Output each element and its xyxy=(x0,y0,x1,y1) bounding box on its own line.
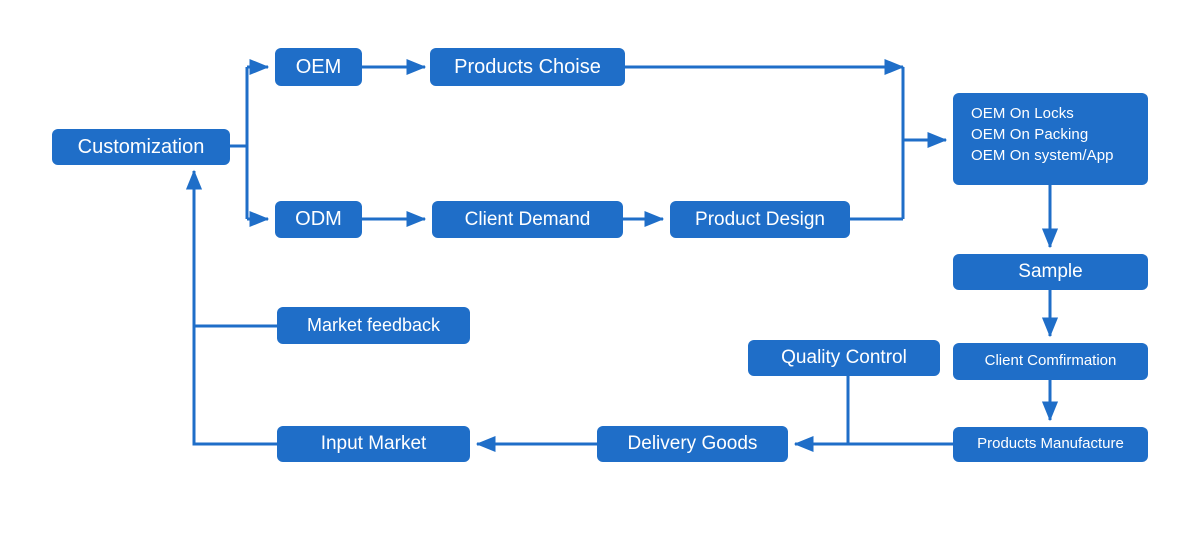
node-customization-label: Customization xyxy=(77,135,205,158)
edge-input-market-return xyxy=(185,169,277,446)
node-quality-control-label: Quality Control xyxy=(781,347,907,369)
node-client-comfirmation[interactable]: Client Comfirmation xyxy=(953,343,1148,380)
node-input-market-label: Input Market xyxy=(320,433,427,455)
node-products-choise[interactable]: Products Choise xyxy=(430,48,625,86)
node-delivery-goods[interactable]: Delivery Goods xyxy=(597,426,788,462)
node-product-design[interactable]: Product Design xyxy=(670,201,850,238)
node-odm[interactable]: ODM xyxy=(275,201,362,238)
node-market-feedback[interactable]: Market feedback xyxy=(277,307,470,344)
node-customization[interactable]: Customization xyxy=(52,129,230,165)
node-products-choise-label: Products Choise xyxy=(454,55,601,78)
node-products-manufacture[interactable]: Products Manufacture xyxy=(953,427,1148,462)
node-oem[interactable]: OEM xyxy=(275,48,362,86)
node-client-comfirmation-label: Client Comfirmation xyxy=(984,352,1117,370)
node-oem-services-line-locks: OEM On Locks xyxy=(971,105,1074,122)
node-oem-services-line-packing: OEM On Packing xyxy=(971,125,1089,143)
node-delivery-goods-label: Delivery Goods xyxy=(627,433,758,455)
node-odm-label: ODM xyxy=(295,208,342,230)
node-product-design-label: Product Design xyxy=(695,208,825,230)
node-quality-control[interactable]: Quality Control xyxy=(748,340,940,376)
node-oem-services[interactable]: OEM On Locks OEM On Packing OEM On syste… xyxy=(953,93,1148,185)
node-client-demand[interactable]: Client Demand xyxy=(432,201,623,238)
node-sample-label: Sample xyxy=(1018,261,1083,283)
node-products-manufacture-label: Products Manufacture xyxy=(977,435,1124,453)
node-sample[interactable]: Sample xyxy=(953,254,1148,290)
node-client-demand-label: Client Demand xyxy=(464,208,591,230)
node-market-feedback-label: Market feedback xyxy=(306,315,441,336)
node-input-market[interactable]: Input Market xyxy=(277,426,470,462)
node-oem-services-line-system-app: OEM On system/App xyxy=(971,146,1114,164)
node-oem-label: OEM xyxy=(295,55,342,78)
